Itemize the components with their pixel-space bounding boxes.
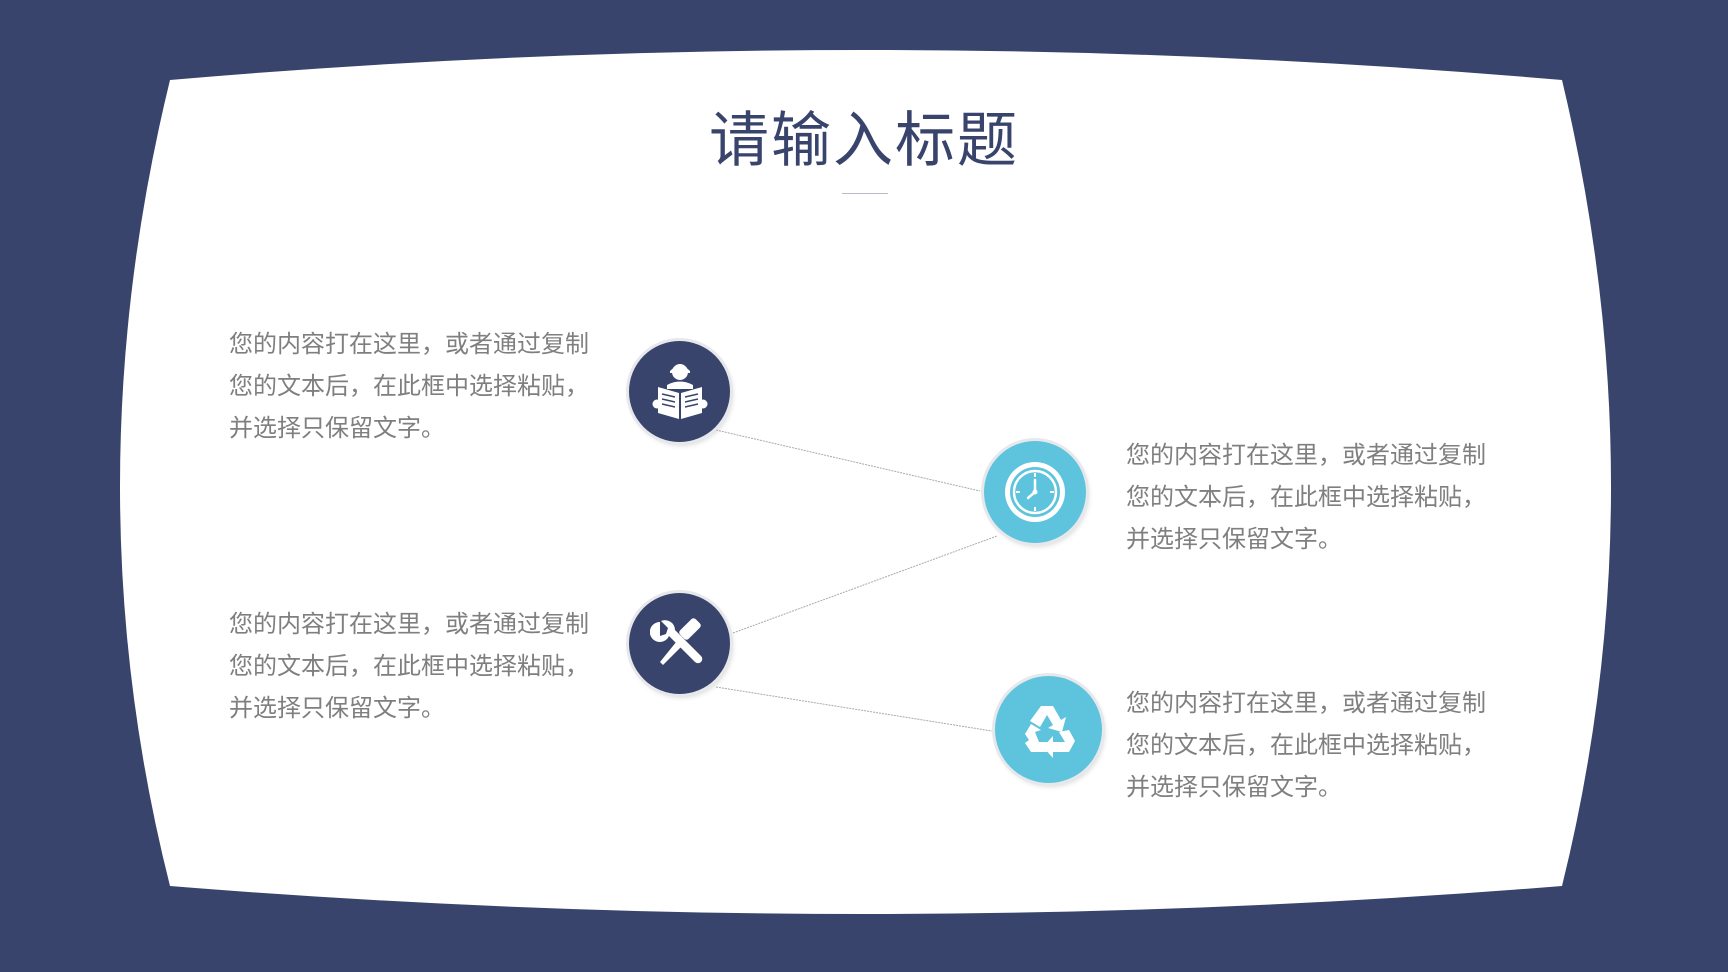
clock-node [984, 441, 1086, 543]
tools-node [629, 593, 730, 694]
title-divider [842, 193, 888, 194]
connector-line [732, 535, 998, 634]
recycle-icon [1024, 705, 1075, 758]
connector-line [715, 686, 993, 732]
item-1-text: 您的内容打在这里，或者通过复制您的文本后，在此框中选择粘贴，并选择只保留文字。 [229, 330, 589, 442]
item-2-text: 您的内容打在这里，或者通过复制您的文本后，在此框中选择粘贴，并选择只保留文字。 [1126, 441, 1486, 553]
connector-line [715, 429, 981, 492]
item-4-text: 您的内容打在这里，或者通过复制您的文本后，在此框中选择粘贴，并选择只保留文字。 [1126, 689, 1486, 801]
recycle-node [995, 676, 1102, 783]
reading-person-node [629, 341, 730, 442]
tools-icon [649, 617, 702, 665]
page-title: 请输入标题 [709, 106, 1019, 176]
clock-icon [1005, 462, 1065, 522]
reading-person-icon [652, 363, 707, 419]
item-3-text: 您的内容打在这里，或者通过复制您的文本后，在此框中选择粘贴，并选择只保留文字。 [229, 610, 589, 722]
